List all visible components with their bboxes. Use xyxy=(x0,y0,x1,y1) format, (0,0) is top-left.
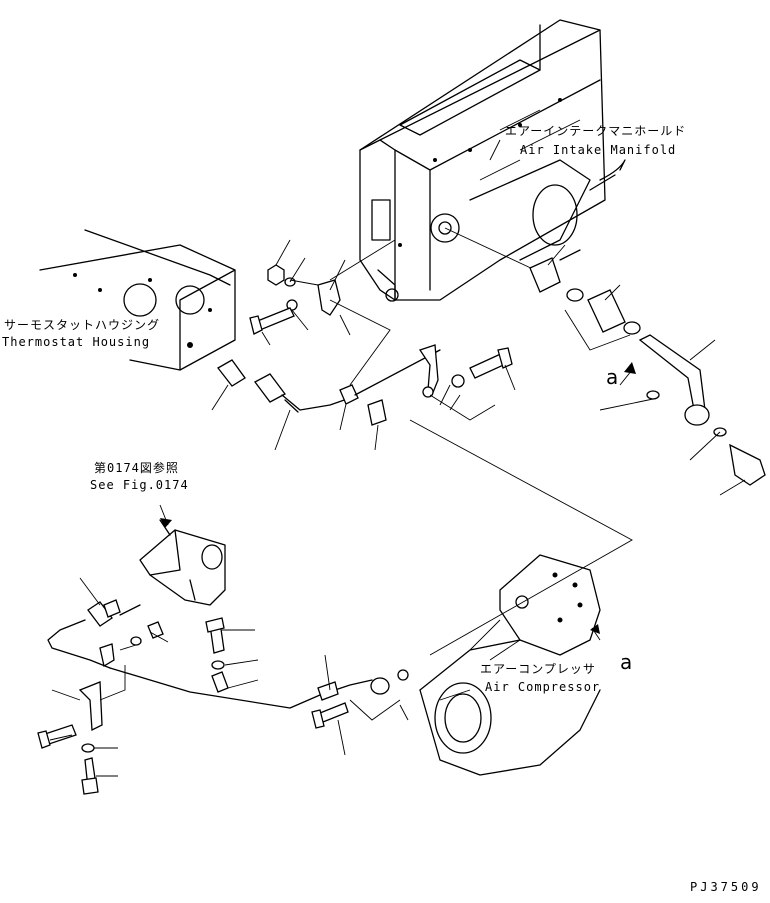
tie-line xyxy=(409,419,633,656)
manifold-label-en: Air Intake Manifold xyxy=(520,143,677,157)
compressor-label-jp: エアーコンプレッサ xyxy=(480,662,596,676)
leader-lines xyxy=(49,239,746,777)
lower-pipe-line xyxy=(47,599,409,721)
see-fig-label-jp: 第0174図参照 xyxy=(94,461,179,475)
manifold-label-jp: エアーインテークマニホールド xyxy=(505,124,687,138)
thermostat-label-jp: サーモスタットハウジング xyxy=(4,318,161,332)
lower-fasteners xyxy=(37,617,349,795)
air-compressor xyxy=(419,554,601,776)
valve-body xyxy=(139,519,226,606)
compressor-label-en: Air Compressor xyxy=(485,680,601,694)
upper-hose-line xyxy=(217,344,513,426)
manifold-side-parts xyxy=(444,227,766,486)
drawing-code: PJ37509 xyxy=(690,880,762,894)
see-fig-label-en: See Fig.0174 xyxy=(90,478,189,492)
thermostat-label-en: Thermostat Housing xyxy=(2,335,151,349)
thermostat-housing xyxy=(39,229,236,371)
reference-mark-lower: a xyxy=(620,650,633,674)
upper-fasteners xyxy=(249,239,396,386)
engine-block xyxy=(359,19,626,302)
reference-mark-upper: a xyxy=(606,365,619,389)
